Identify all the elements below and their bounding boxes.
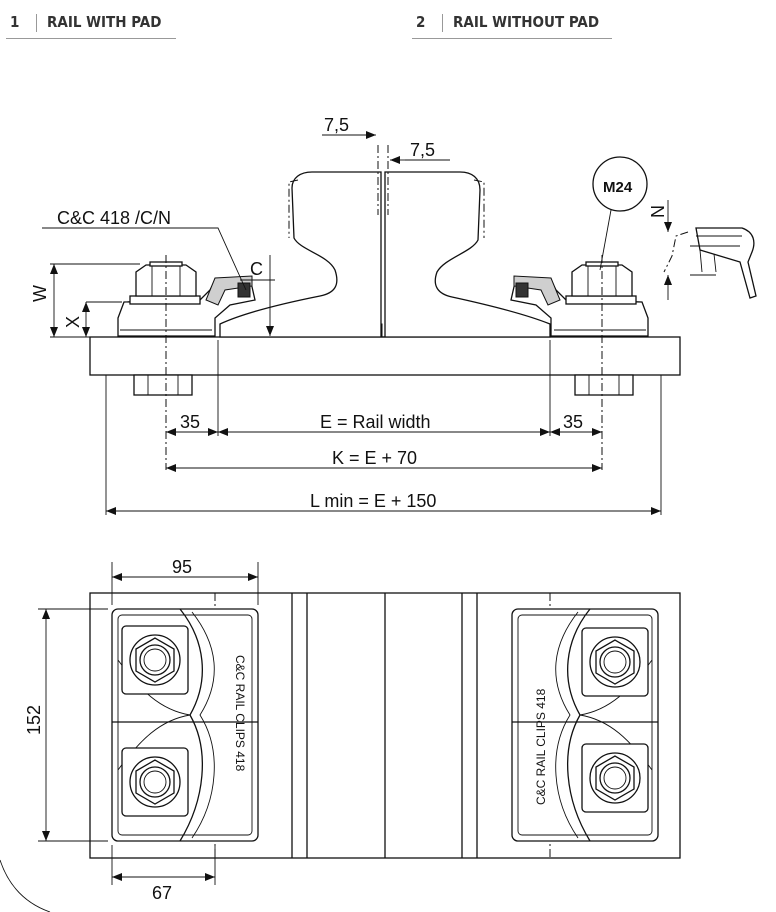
dim-n-label: N [648,205,668,218]
edge-right-label: 35 [563,412,583,432]
page-corner [0,859,51,912]
edge-left-label: 35 [180,412,200,432]
tab-number: 1 [10,13,20,31]
clip-model-label: C&C 418 /C/N [57,208,171,228]
bolt-bottom-right [574,374,634,396]
tab-number: 2 [416,13,426,31]
gap-right-label: 7,5 [410,140,435,160]
tab-rail-without-pad[interactable]: 2 RAIL WITHOUT PAD [412,13,612,39]
tab-divider [442,13,443,32]
plate-width-label: 95 [172,557,192,577]
tab-label: RAIL WITH PAD [47,13,162,31]
front-view [42,131,681,515]
bolt-callout-circle [592,156,648,212]
gap-left-label: 7,5 [324,115,349,135]
k-formula-label: K = E + 70 [332,448,417,468]
right-nut [571,264,633,297]
dim-w-label: W [30,285,50,302]
tab-underline [6,38,176,39]
bolt-bottom-left [133,374,193,396]
tab-divider [36,13,37,32]
clip-detail-view [663,200,757,300]
clip-text-right: C&C RAIL CLIPS 418 [534,688,548,805]
tab-underline [412,38,612,39]
left-clip-assembly [117,261,256,337]
base-plate [89,336,681,376]
right-clip-assembly [510,261,649,337]
tab-rail-with-pad[interactable]: 1 RAIL WITH PAD [6,13,176,39]
clip-text-left: C&C RAIL CLIPS 418 [233,655,247,772]
bolt-size-label: M24 [603,179,633,196]
plate-height-label: 152 [24,705,44,735]
rail-profile [219,171,551,338]
rail-width-label: E = Rail width [320,412,431,432]
clip-width-label: 67 [152,883,172,903]
top-view [38,562,681,885]
dim-x-label: X [63,316,83,328]
dim-c-label: C [250,259,263,279]
l-formula-label: L min = E + 150 [310,491,436,511]
left-nut [135,264,197,297]
tab-label: RAIL WITHOUT PAD [453,13,600,31]
top-right-clips [511,608,659,842]
top-left-clips [111,608,259,842]
